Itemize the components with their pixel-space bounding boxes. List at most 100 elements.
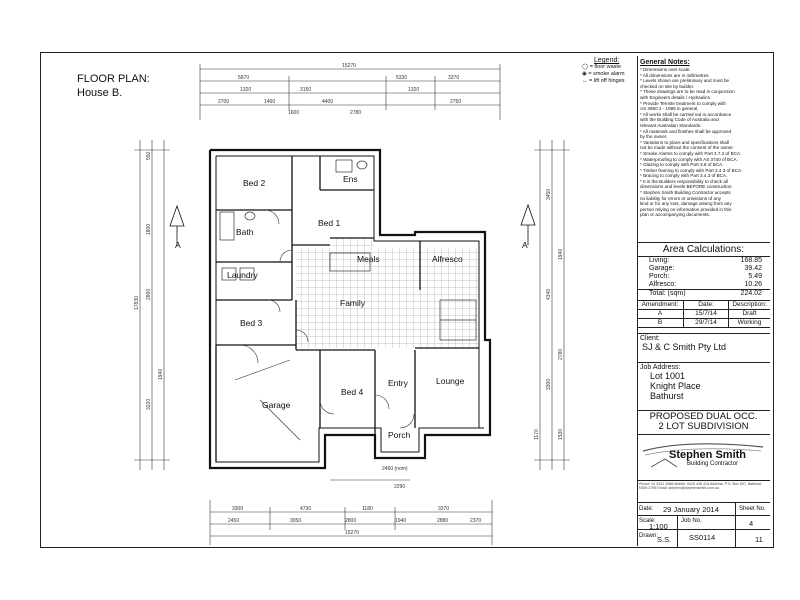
dim-left-l3: 2860 [146, 289, 152, 300]
company-brand: Stephen Smith Building Contractor [637, 437, 770, 479]
plan-subtitle: House B. [77, 87, 123, 99]
dim-top-s3: 1460 [264, 99, 275, 105]
amendments-header: Amendment:Date:Description: [637, 301, 770, 310]
dim-left-overall: 17830 [134, 296, 140, 310]
note-line: * Glazing to comply with Part 3.6 of BCA… [640, 162, 724, 168]
client-block: Client: SJ & C Smith Pty Ltd [637, 333, 770, 353]
note-line: relevant Australian Standards. [640, 122, 702, 128]
note-line: * It is the Builders responsibility to c… [640, 178, 728, 184]
legend: Legend: ◯ = floor waste ◉ = smoke alarm … [582, 57, 638, 85]
note-line: * Provide Termite treatment to comply wi… [640, 100, 726, 106]
room-bed1: Bed 1 [318, 218, 340, 228]
note-line: * Timber framing to comply with Part 3.4… [640, 167, 743, 173]
note-line: dimensions and levels BEFORE constructio… [640, 184, 733, 190]
dim-right-r4: 3300 [546, 379, 552, 390]
dim-top-s5: 1600 [288, 110, 299, 116]
legend-title: Legend: [594, 57, 620, 64]
exterior-walls-inner [215, 155, 484, 463]
room-bed2: Bed 2 [243, 178, 265, 188]
scale-value: 1:100 [649, 522, 668, 531]
drawn-value: S.S. [657, 535, 672, 544]
plan-title: FLOOR PLAN: [77, 73, 150, 85]
dim-left-l1: 550 [146, 151, 152, 160]
note-line: checked on site by builder. [640, 83, 695, 89]
room-bath: Bath [236, 227, 254, 237]
floor-waste-icon: ◯ [582, 64, 589, 70]
dim-top-s7: 2780 [350, 110, 361, 116]
dim-porch-depth: 2290 [394, 484, 405, 490]
dim-bottom-c5: 2880 [437, 518, 448, 524]
sheet-value: 4 [749, 519, 754, 528]
dim-porch-width: 2460 (nom) [382, 466, 408, 472]
dim-top-d1: 5870 [238, 75, 249, 81]
top-dimension-lines [199, 64, 501, 120]
room-family: Family [340, 298, 366, 308]
company-name: Stephen Smith [669, 449, 747, 461]
hinge-icon: ↔ [582, 78, 588, 84]
area-total: Total: (sqm)224.02 [637, 289, 770, 298]
dim-right-r2: 4340 [546, 289, 552, 300]
job-no-label: Job No. [681, 518, 702, 524]
drawing-sheet-border [40, 52, 774, 548]
client-value: SJ & C Smith Pty Ltd [642, 342, 727, 352]
dim-bottom-c1: 2450 [228, 518, 239, 524]
dim-bottom-c6: 2370 [470, 518, 481, 524]
scale-label: Scale: [639, 518, 656, 524]
note-line: * Smoke Alarms to comply with Part 3.7.2… [640, 150, 742, 156]
dim-top-d2: 5330 [396, 75, 407, 81]
proposal-line: 2 LOT SUBDIVISION [658, 421, 749, 432]
room-lounge: Lounge [436, 376, 465, 386]
sheet-of: 11 [755, 535, 763, 544]
section-marker-left: A [175, 240, 181, 250]
date-label: Date: [639, 506, 654, 512]
bottom-dimension-lines [209, 479, 493, 545]
exterior-walls [208, 148, 492, 470]
note-line: person relying on information provided i… [640, 206, 732, 212]
area-calculations: Area Calculations: Living:168.85 Garage:… [637, 242, 770, 298]
tiled-floor [296, 248, 479, 348]
dim-top-t5: 4400 [322, 99, 333, 105]
area-row: Alfresco:10.26 [649, 281, 762, 288]
proposal-title: PROPOSED DUAL OCC. 2 LOT SUBDIVISION [637, 410, 770, 435]
room-laundry: Laundry [227, 270, 258, 280]
dim-left-l5: 1940 [158, 369, 164, 380]
note-line: * All materials and finishes shall be ap… [640, 128, 732, 134]
job-no-value: SS0114 [689, 533, 716, 542]
section-marker-right: A [522, 240, 528, 250]
job-address-line: Knight Place [650, 381, 701, 391]
interior-walls [215, 156, 479, 462]
dim-bottom-c2: 3050 [290, 518, 301, 524]
general-notes: General Notes: * Dimensions over scale. … [640, 58, 768, 218]
notes-title: General Notes: [640, 59, 690, 66]
note-line: * Stephen Smith Building Contractor acce… [640, 190, 731, 196]
side-dimension-lines [134, 140, 570, 470]
note-line: no liability for errors or omissions of … [640, 195, 721, 201]
room-bed4: Bed 4 [341, 387, 363, 397]
note-line: * Waterproofing to comply with AS 3740 o… [640, 156, 738, 162]
door-swings [234, 209, 415, 441]
dim-bottom-b2: 4730 [300, 506, 311, 512]
note-line: by the owner. [640, 134, 668, 140]
date-value: 29 January 2014 [663, 505, 719, 514]
room-porch: Porch [388, 430, 410, 440]
dim-top-d3: 3370 [448, 75, 459, 81]
dim-top-t4: 1320 [408, 87, 419, 93]
dim-right-r7: 2780 [558, 349, 564, 360]
note-line: with the Building Code of Australia and [640, 117, 719, 123]
room-ens: Ens [343, 174, 358, 184]
company-subtitle: Building Contractor [687, 461, 739, 467]
area-row: Garage:39.42 [649, 265, 762, 272]
dim-left-l4: 3220 [146, 399, 152, 410]
section-markers [169, 203, 536, 246]
legend-item: ◯ = floor waste [582, 64, 622, 70]
note-line: with Engineers details / Hydraulics. [640, 94, 712, 100]
dim-top-s9: 2750 [450, 99, 461, 105]
job-address-block: Job Address: Lot 1001 Knight Place Bathu… [637, 362, 770, 402]
legend-item: ◉ = smoke alarm [582, 71, 625, 77]
note-line: * Levels shown are preliminary and must … [640, 78, 730, 84]
client-label: Client: [640, 335, 660, 342]
job-address-line: Bathurst [650, 391, 684, 401]
sheet-label: Sheet No. [739, 506, 766, 512]
dim-top-s1: 2700 [218, 99, 229, 105]
